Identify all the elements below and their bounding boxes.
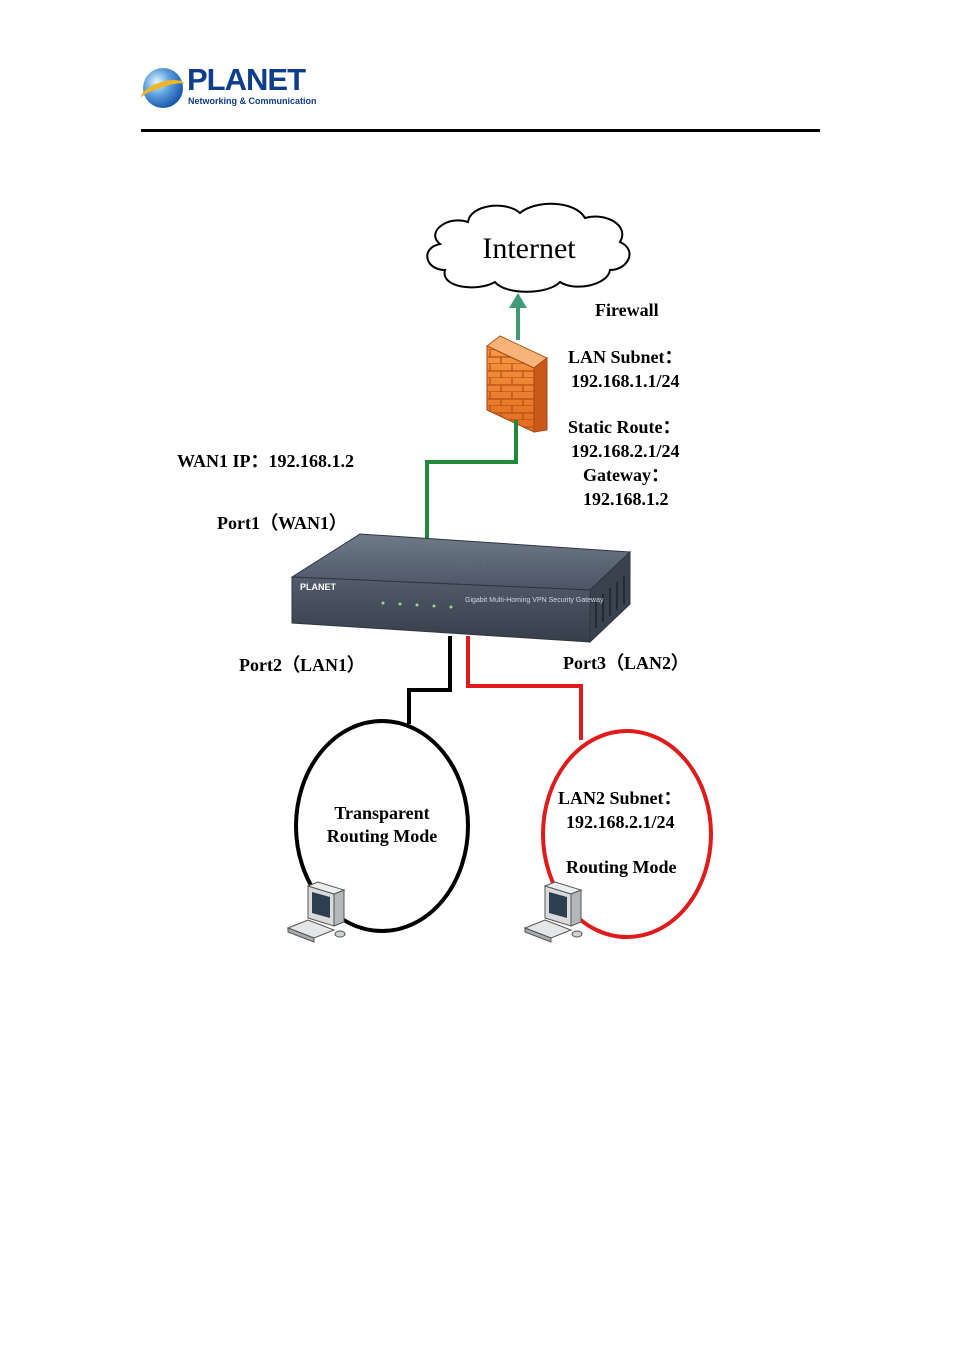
firewall-title: Firewall (595, 300, 659, 320)
left-network-ellipse (294, 719, 470, 933)
device-brand: PLANET (300, 582, 337, 592)
port3-label: Port3（LAN2） (563, 653, 689, 673)
logo-tagline: Networking & Communication (188, 96, 317, 106)
lan-subnet-label: LAN Subnet： (568, 347, 683, 367)
computer-icon (286, 881, 346, 943)
wan-link (425, 420, 518, 540)
header-rule (141, 129, 820, 132)
internet-arrow (509, 293, 527, 340)
gateway-label: Gateway： (583, 465, 669, 485)
left-network-label-line2: Routing Mode (327, 826, 438, 846)
page-header: PLANET Networking & Communication (0, 0, 954, 140)
port1-label: Port1（WAN1） (217, 513, 347, 533)
globe-icon (143, 68, 183, 108)
gateway-value: 192.168.1.2 (583, 489, 669, 509)
device-caption: Gigabit Multi-Homing VPN Security Gatewa… (465, 597, 604, 604)
firewall-icon (486, 335, 548, 433)
lan1-link (407, 636, 452, 724)
computer-icon (523, 881, 583, 943)
lan-subnet-value: 192.168.1.1/24 (571, 371, 680, 391)
left-network-label-line1: Transparent (334, 803, 429, 823)
logo-brand: PLANET (187, 62, 306, 97)
port2-label: Port2（LAN1） (239, 655, 365, 675)
lan2-subnet-value: 192.168.2.1/24 (566, 812, 675, 832)
cloud-label: Internet (482, 232, 576, 265)
cloud-icon: Internet (426, 202, 631, 293)
lan2-link (466, 636, 583, 740)
wan1-ip-label: WAN1 IP：192.168.1.2 (177, 451, 354, 471)
right-network-ellipse (541, 729, 713, 939)
static-route-label: Static Route： (568, 417, 680, 437)
planet-logo-icon: PLANET Networking & Communication (138, 62, 317, 110)
static-route-value: 192.168.2.1/24 (571, 441, 680, 461)
router-device-icon: PLANET PLANET Gigabit Multi-Homing VPN S… (290, 533, 632, 644)
right-network-mode: Routing Mode (566, 857, 677, 877)
vent-slots (595, 576, 625, 628)
lan2-subnet-label: LAN2 Subnet： (558, 788, 682, 808)
